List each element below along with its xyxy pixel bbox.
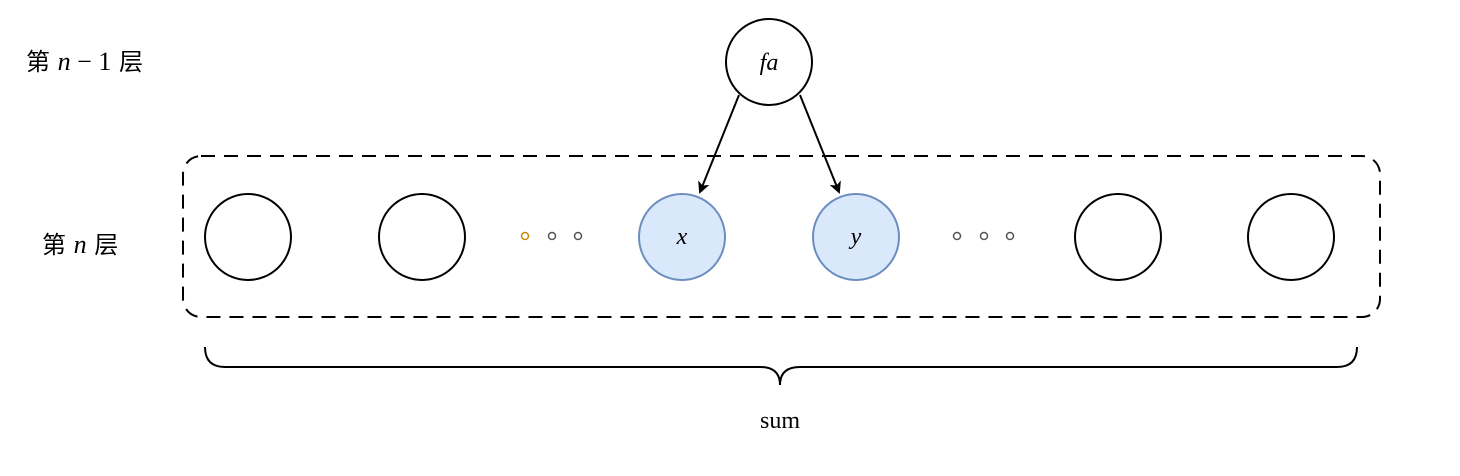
child-node — [204, 193, 292, 281]
sum-brace — [204, 346, 1358, 386]
parent-node — [725, 18, 813, 106]
layer-n-minus-1-label: 第 n − 1 层 — [26, 47, 143, 77]
node-x — [638, 193, 726, 281]
sum-label: sum — [760, 408, 800, 434]
upper-variable: n — [57, 47, 71, 76]
node-x-label: x — [676, 224, 688, 250]
layer-suffix: 层 — [94, 231, 119, 259]
layer-prefix: 第 — [42, 231, 66, 259]
node-y-label: y — [849, 224, 862, 250]
edge-fa-to-x — [698, 94, 740, 194]
ellipsis-left — [520, 231, 583, 241]
ellipsis-right — [952, 231, 1015, 241]
upper-operator: − — [70, 47, 99, 76]
child-node — [378, 193, 466, 281]
lower-variable: n — [73, 230, 87, 259]
node-y — [812, 193, 900, 281]
child-node — [1074, 193, 1162, 281]
edge-fa-to-y — [799, 94, 841, 194]
layer-n-container — [182, 155, 1381, 318]
layer-prefix: 第 — [26, 48, 50, 76]
layer-n-label: 第 n 层 — [42, 230, 119, 260]
upper-number: 1 — [98, 47, 112, 76]
layer-suffix: 层 — [118, 48, 143, 76]
parent-node-label: fa — [760, 50, 779, 76]
child-node — [1247, 193, 1335, 281]
